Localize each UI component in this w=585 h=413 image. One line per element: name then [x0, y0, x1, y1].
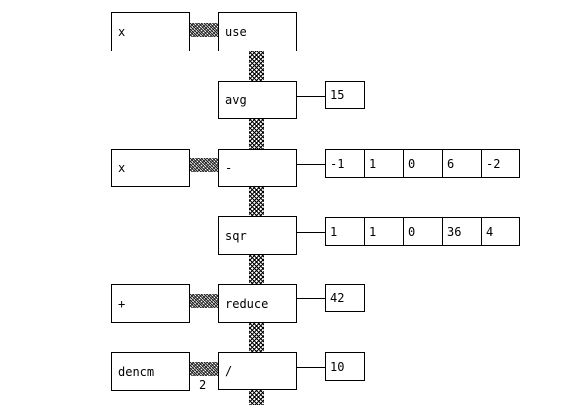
output-cell: 4	[481, 217, 520, 246]
output-cell: 0	[403, 217, 443, 246]
function-box-minus[interactable]: -	[218, 149, 297, 187]
spine-link-5	[249, 322, 264, 353]
spine-link-4	[249, 254, 264, 285]
spine-link-1	[249, 50, 264, 82]
output-line-avg	[296, 96, 326, 97]
output-cell: 1	[364, 217, 404, 246]
left-link-divide	[189, 362, 219, 376]
spine-link-3	[249, 186, 264, 217]
spine-link-2	[249, 118, 264, 149]
function-box-divide[interactable]: /	[218, 352, 297, 390]
function-box-use[interactable]: use	[218, 12, 297, 51]
output-cell: -1	[325, 149, 365, 178]
left-link-use	[189, 23, 219, 37]
output-cell: 42	[325, 284, 365, 312]
function-box-avg[interactable]: avg	[218, 81, 297, 119]
left-link-minus	[189, 158, 219, 172]
function-box-sqr[interactable]: sqr	[218, 216, 297, 255]
left-operand-box[interactable]: x	[111, 12, 190, 51]
output-line-reduce	[296, 298, 326, 299]
output-cell: 6	[442, 149, 482, 178]
left-operand-box[interactable]: x	[111, 149, 190, 187]
left-operand-hint: 2	[199, 378, 207, 392]
output-cell: 0	[403, 149, 443, 178]
output-line-sqr	[296, 232, 326, 233]
left-operand-box[interactable]: dencm	[111, 352, 190, 391]
left-operand-box[interactable]: +	[111, 284, 190, 323]
output-cell: -2	[481, 149, 520, 178]
spine-link-6	[249, 389, 264, 405]
output-cell: 10	[325, 352, 365, 381]
output-line-minus	[296, 164, 326, 165]
output-cell: 1	[364, 149, 404, 178]
function-box-reduce[interactable]: reduce	[218, 284, 297, 323]
output-cell: 15	[325, 81, 365, 109]
output-cell: 36	[442, 217, 482, 246]
output-line-divide	[296, 367, 326, 368]
output-cell: 1	[325, 217, 365, 246]
left-link-reduce	[189, 294, 219, 308]
